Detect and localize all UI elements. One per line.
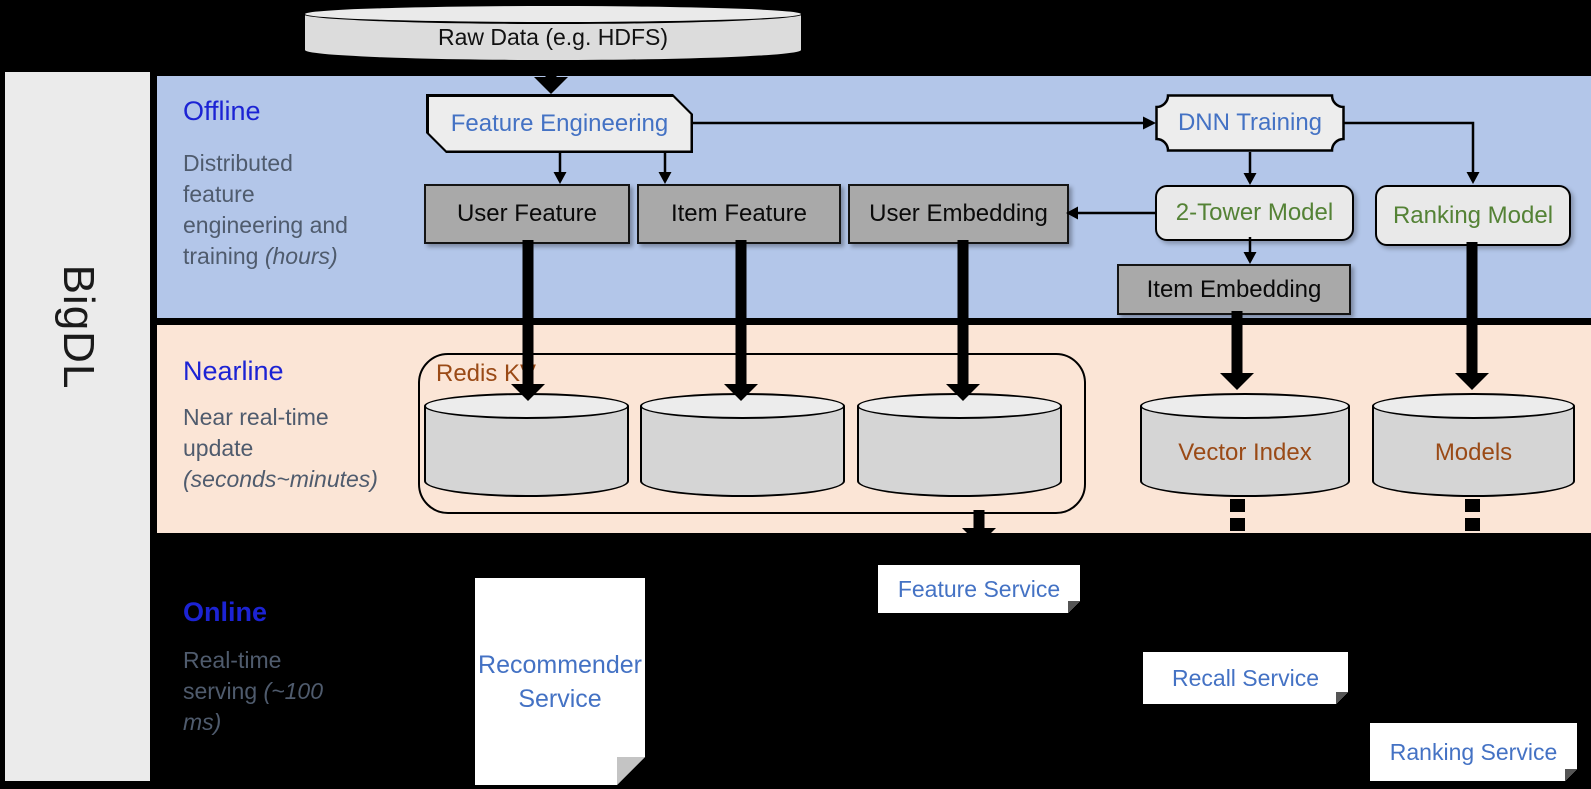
vector-index-store: Vector Index — [1140, 393, 1350, 497]
plaque-shape — [1155, 94, 1345, 152]
nearline-section-title: Nearline — [183, 356, 284, 386]
node-ranking-model: Ranking Model — [1375, 185, 1571, 246]
ranking-service-box: Ranking Service — [1370, 723, 1577, 781]
cylinder-top — [640, 393, 845, 419]
folded-corner — [1336, 692, 1348, 704]
cylinder-body — [857, 406, 1062, 497]
offline-section-title: Offline — [183, 96, 261, 126]
folded-corner — [617, 757, 645, 785]
node-feature-engineering: Feature Engineering — [426, 94, 693, 153]
node-dnn-training: DNN Training — [1155, 94, 1345, 152]
node-user-feature: User Feature — [424, 184, 630, 244]
node-two-tower-model: 2-Tower Model — [1155, 185, 1354, 241]
feature-engineering-label: Feature Engineering — [429, 97, 691, 151]
cylinder-top — [1372, 393, 1575, 419]
recall-service-box: Recall Service — [1143, 652, 1348, 704]
cylinder-top — [1140, 393, 1350, 419]
raw-data-label: Raw Data (e.g. HDFS) — [437, 24, 669, 50]
redis-shard-cylinder-2 — [640, 393, 845, 497]
recommender-service-doc: Recommender Service — [475, 578, 645, 785]
raw-data-store: Raw Data (e.g. HDFS) — [303, 4, 803, 62]
node-user-embedding: User Embedding — [848, 184, 1069, 244]
folded-corner — [1565, 769, 1577, 781]
feature-service-label: Feature Service — [897, 575, 1061, 602]
cylinder-body — [1140, 406, 1350, 497]
folded-corner — [1068, 601, 1080, 613]
recommender-service-label: Recommender Service — [478, 650, 642, 713]
redis-shard-cylinder-3 — [857, 393, 1062, 497]
online-section-desc: Real-time serving (~100 ms) — [183, 647, 324, 735]
ranking-service-label: Ranking Service — [1389, 738, 1558, 765]
redis-kv-label: Redis KV — [436, 360, 537, 387]
cylinder-top — [303, 4, 803, 24]
nearline-section-desc: Near real-time update (seconds~minutes) — [183, 404, 378, 492]
node-item-feature: Item Feature — [637, 184, 841, 244]
models-label: Models — [1434, 438, 1513, 466]
redis-shard-cylinder-1 — [424, 393, 629, 497]
online-section-title: Online — [183, 597, 268, 627]
bigdl-sidebar: BigDL — [5, 72, 150, 781]
cylinder-top — [424, 393, 629, 419]
models-store: Models — [1372, 393, 1575, 497]
node-item-embedding: Item Embedding — [1117, 264, 1351, 315]
feature-service-box: Feature Service — [878, 565, 1080, 613]
bigdl-brand-label: BigDL — [53, 264, 103, 390]
cylinder-body — [424, 406, 629, 497]
recall-service-label: Recall Service — [1172, 664, 1319, 691]
offline-section-desc: Distributed feature engineering and trai… — [183, 150, 348, 269]
vector-index-label: Vector Index — [1178, 438, 1312, 466]
cylinder-top — [857, 393, 1062, 419]
cylinder-body — [640, 406, 845, 497]
cylinder-body — [1372, 406, 1575, 497]
dnn-training-label: DNN Training — [1177, 109, 1323, 136]
